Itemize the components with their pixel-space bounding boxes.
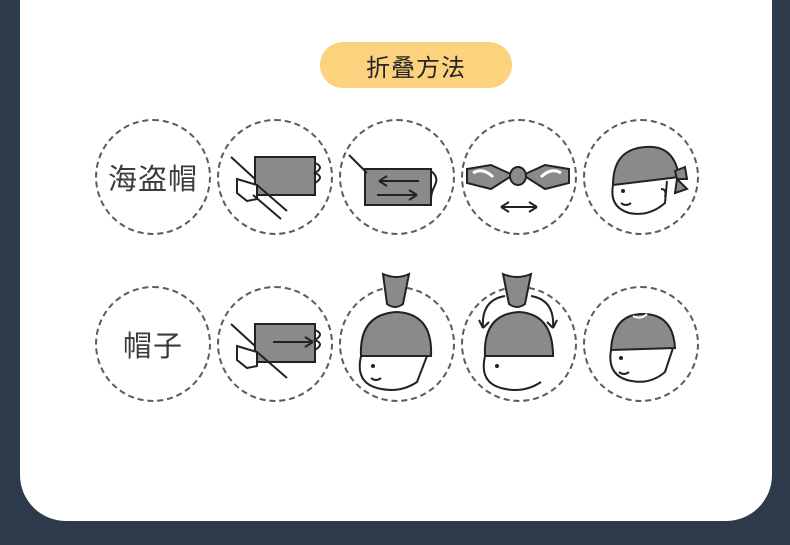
row-2-label: 帽子 (97, 288, 209, 400)
section-title-pill: 折叠方法 (320, 42, 512, 88)
row-1-step-4-pirate-hat (583, 119, 699, 235)
pirate-hat-head-illustration (583, 119, 699, 235)
beanie-head-illustration (583, 286, 699, 402)
row-2-step-4-beanie (583, 286, 699, 402)
row-1-step-1-fold-cloth (217, 119, 333, 235)
twist-arrows-head-illustration (461, 286, 577, 402)
tie-cloth-illustration (339, 119, 455, 235)
fold-cloth-arrow-illustration (217, 286, 333, 402)
row-1-step-3-twist-knot (461, 119, 577, 235)
row-2-step-3-twist-arrows (461, 286, 577, 402)
fold-cloth-illustration (217, 119, 333, 235)
row-1-step-2-tie-cloth (339, 119, 455, 235)
folding-method-card: 折叠方法 海盗帽 (20, 0, 772, 521)
twisted-top-head-illustration (339, 286, 455, 402)
row-1-label: 海盗帽 (97, 121, 209, 233)
section-title: 折叠方法 (366, 48, 466, 83)
row-1-label-circle: 海盗帽 (95, 119, 211, 235)
row-2-step-1-fold-cloth (217, 286, 333, 402)
twist-knot-illustration (461, 119, 577, 235)
row-2-label-circle: 帽子 (95, 286, 211, 402)
row-2-step-2-twisted-top (339, 286, 455, 402)
